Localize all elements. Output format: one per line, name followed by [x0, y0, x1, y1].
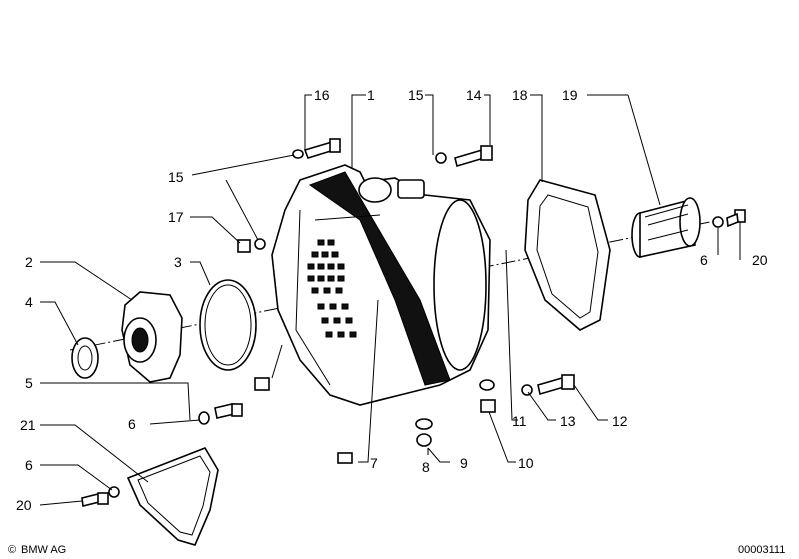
- callout-14: 14: [466, 87, 482, 103]
- callout-1: 1: [367, 87, 375, 103]
- pump-cover: [121, 291, 183, 383]
- callout-5: 5: [25, 375, 33, 391]
- callout-10: 10: [518, 455, 534, 471]
- callout-20-right: 20: [752, 252, 768, 268]
- callout-8: 8: [422, 459, 430, 475]
- cover-plate: [126, 447, 219, 546]
- callout-9: 9: [460, 455, 468, 471]
- copyright-icon: ©: [8, 544, 16, 556]
- output-shaft: [631, 197, 701, 258]
- shaft-seal: [71, 337, 99, 379]
- leader-lines: [39, 94, 741, 506]
- callout-19: 19: [562, 87, 578, 103]
- callout-12: 12: [612, 413, 628, 429]
- callout-4: 4: [25, 294, 33, 310]
- brand-name: BMW AG: [21, 544, 66, 556]
- callout-6-right: 6: [700, 252, 708, 268]
- callout-2: 2: [25, 254, 33, 270]
- callout-21: 21: [20, 417, 36, 433]
- callout-13: 13: [560, 413, 576, 429]
- callout-7: 7: [370, 455, 378, 471]
- image-number: 00003111: [738, 544, 785, 556]
- callout-6-bottom: 6: [25, 457, 33, 473]
- callout-3: 3: [174, 254, 182, 270]
- housing-vent-grid: [307, 239, 357, 338]
- copyright-footer: © BMW AG: [8, 544, 66, 556]
- callout-15-left: 15: [168, 169, 184, 185]
- callout-17: 17: [168, 209, 184, 225]
- callout-18: 18: [512, 87, 528, 103]
- callout-labels: 1 16 15 14 18 19 15 17 2 3 4 5 6 21 6 20…: [16, 87, 768, 513]
- o-ring: [199, 279, 257, 371]
- callout-6-mid: 6: [128, 416, 136, 432]
- gearbox-housing: [271, 164, 491, 406]
- gasket: [524, 179, 611, 331]
- callout-15-top: 15: [408, 87, 424, 103]
- callout-20-bottom: 20: [16, 497, 32, 513]
- callout-11: 11: [512, 413, 527, 429]
- callout-16: 16: [314, 87, 330, 103]
